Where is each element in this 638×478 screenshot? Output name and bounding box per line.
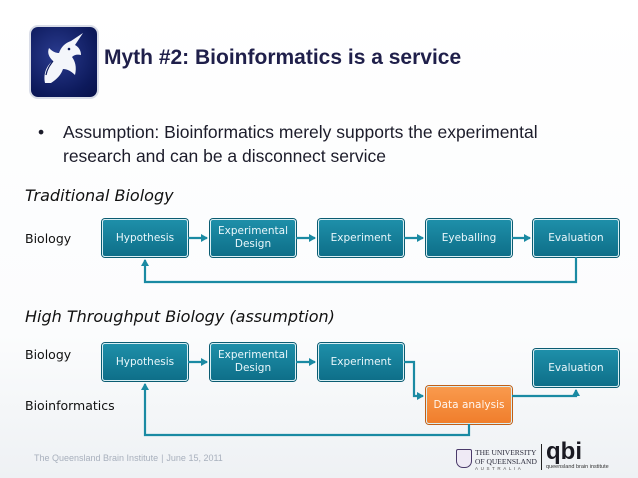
htp-step-experiment: Experiment <box>318 343 404 381</box>
bullet-marker: • <box>38 122 45 142</box>
qbi-subtitle: queensland brain institute <box>546 464 609 470</box>
traditional-biology-row-label: Biology <box>25 231 72 246</box>
bioinformatics-row-label: Bioinformatics <box>25 398 115 413</box>
footer-institute: The Queensland Brain Institute <box>34 453 159 463</box>
qbi-logo: qbi <box>546 438 582 465</box>
unicorn-logo-icon <box>31 27 97 97</box>
uq-name: THE UNIVERSITY OF QUEENSLAND <box>475 448 537 466</box>
traditional-step-experimental-design: Experimental Design <box>210 219 296 257</box>
footer-separator: | <box>161 453 164 463</box>
arrow-traditional-feedback <box>141 257 578 284</box>
uq-country: AUSTRALIA <box>475 466 524 471</box>
arrow-htp-feedback <box>141 383 471 437</box>
footer-text: The Queensland Brain Institute|June 15, … <box>34 453 223 463</box>
arrow-experiment-to-data-analysis <box>404 360 424 400</box>
slide-title: Myth #2: Bioinformatics is a service <box>104 46 462 69</box>
traditional-step-hypothesis: Hypothesis <box>102 219 188 257</box>
uq-logo: THE UNIVERSITY OF QUEENSLAND AUSTRALIA <box>456 447 538 471</box>
traditional-step-evaluation: Evaluation <box>533 219 619 257</box>
htp-step-experimental-design: Experimental Design <box>210 343 296 381</box>
htp-step-hypothesis: Hypothesis <box>102 343 188 381</box>
data-analysis-step: Data analysis <box>426 386 512 424</box>
uq-crest-icon <box>456 449 472 468</box>
traditional-step-eyeballing: Eyeballing <box>426 219 512 257</box>
bullet-text: Assumption: Bioinformatics merely suppor… <box>63 122 538 166</box>
high-throughput-heading: High Throughput Biology (assumption) <box>25 307 335 326</box>
high-throughput-biology-row-label: Biology <box>25 347 72 362</box>
arrow-data-analysis-to-evaluation <box>512 389 580 398</box>
uq-name-line1: THE UNIVERSITY <box>475 448 537 457</box>
footer-date: June 15, 2011 <box>166 453 223 463</box>
traditional-step-experiment: Experiment <box>318 219 404 257</box>
uq-name-line2: OF QUEENSLAND <box>475 456 537 466</box>
logo-divider <box>541 444 542 470</box>
traditional-biology-heading: Traditional Biology <box>25 186 174 205</box>
htp-step-evaluation: Evaluation <box>533 349 619 387</box>
